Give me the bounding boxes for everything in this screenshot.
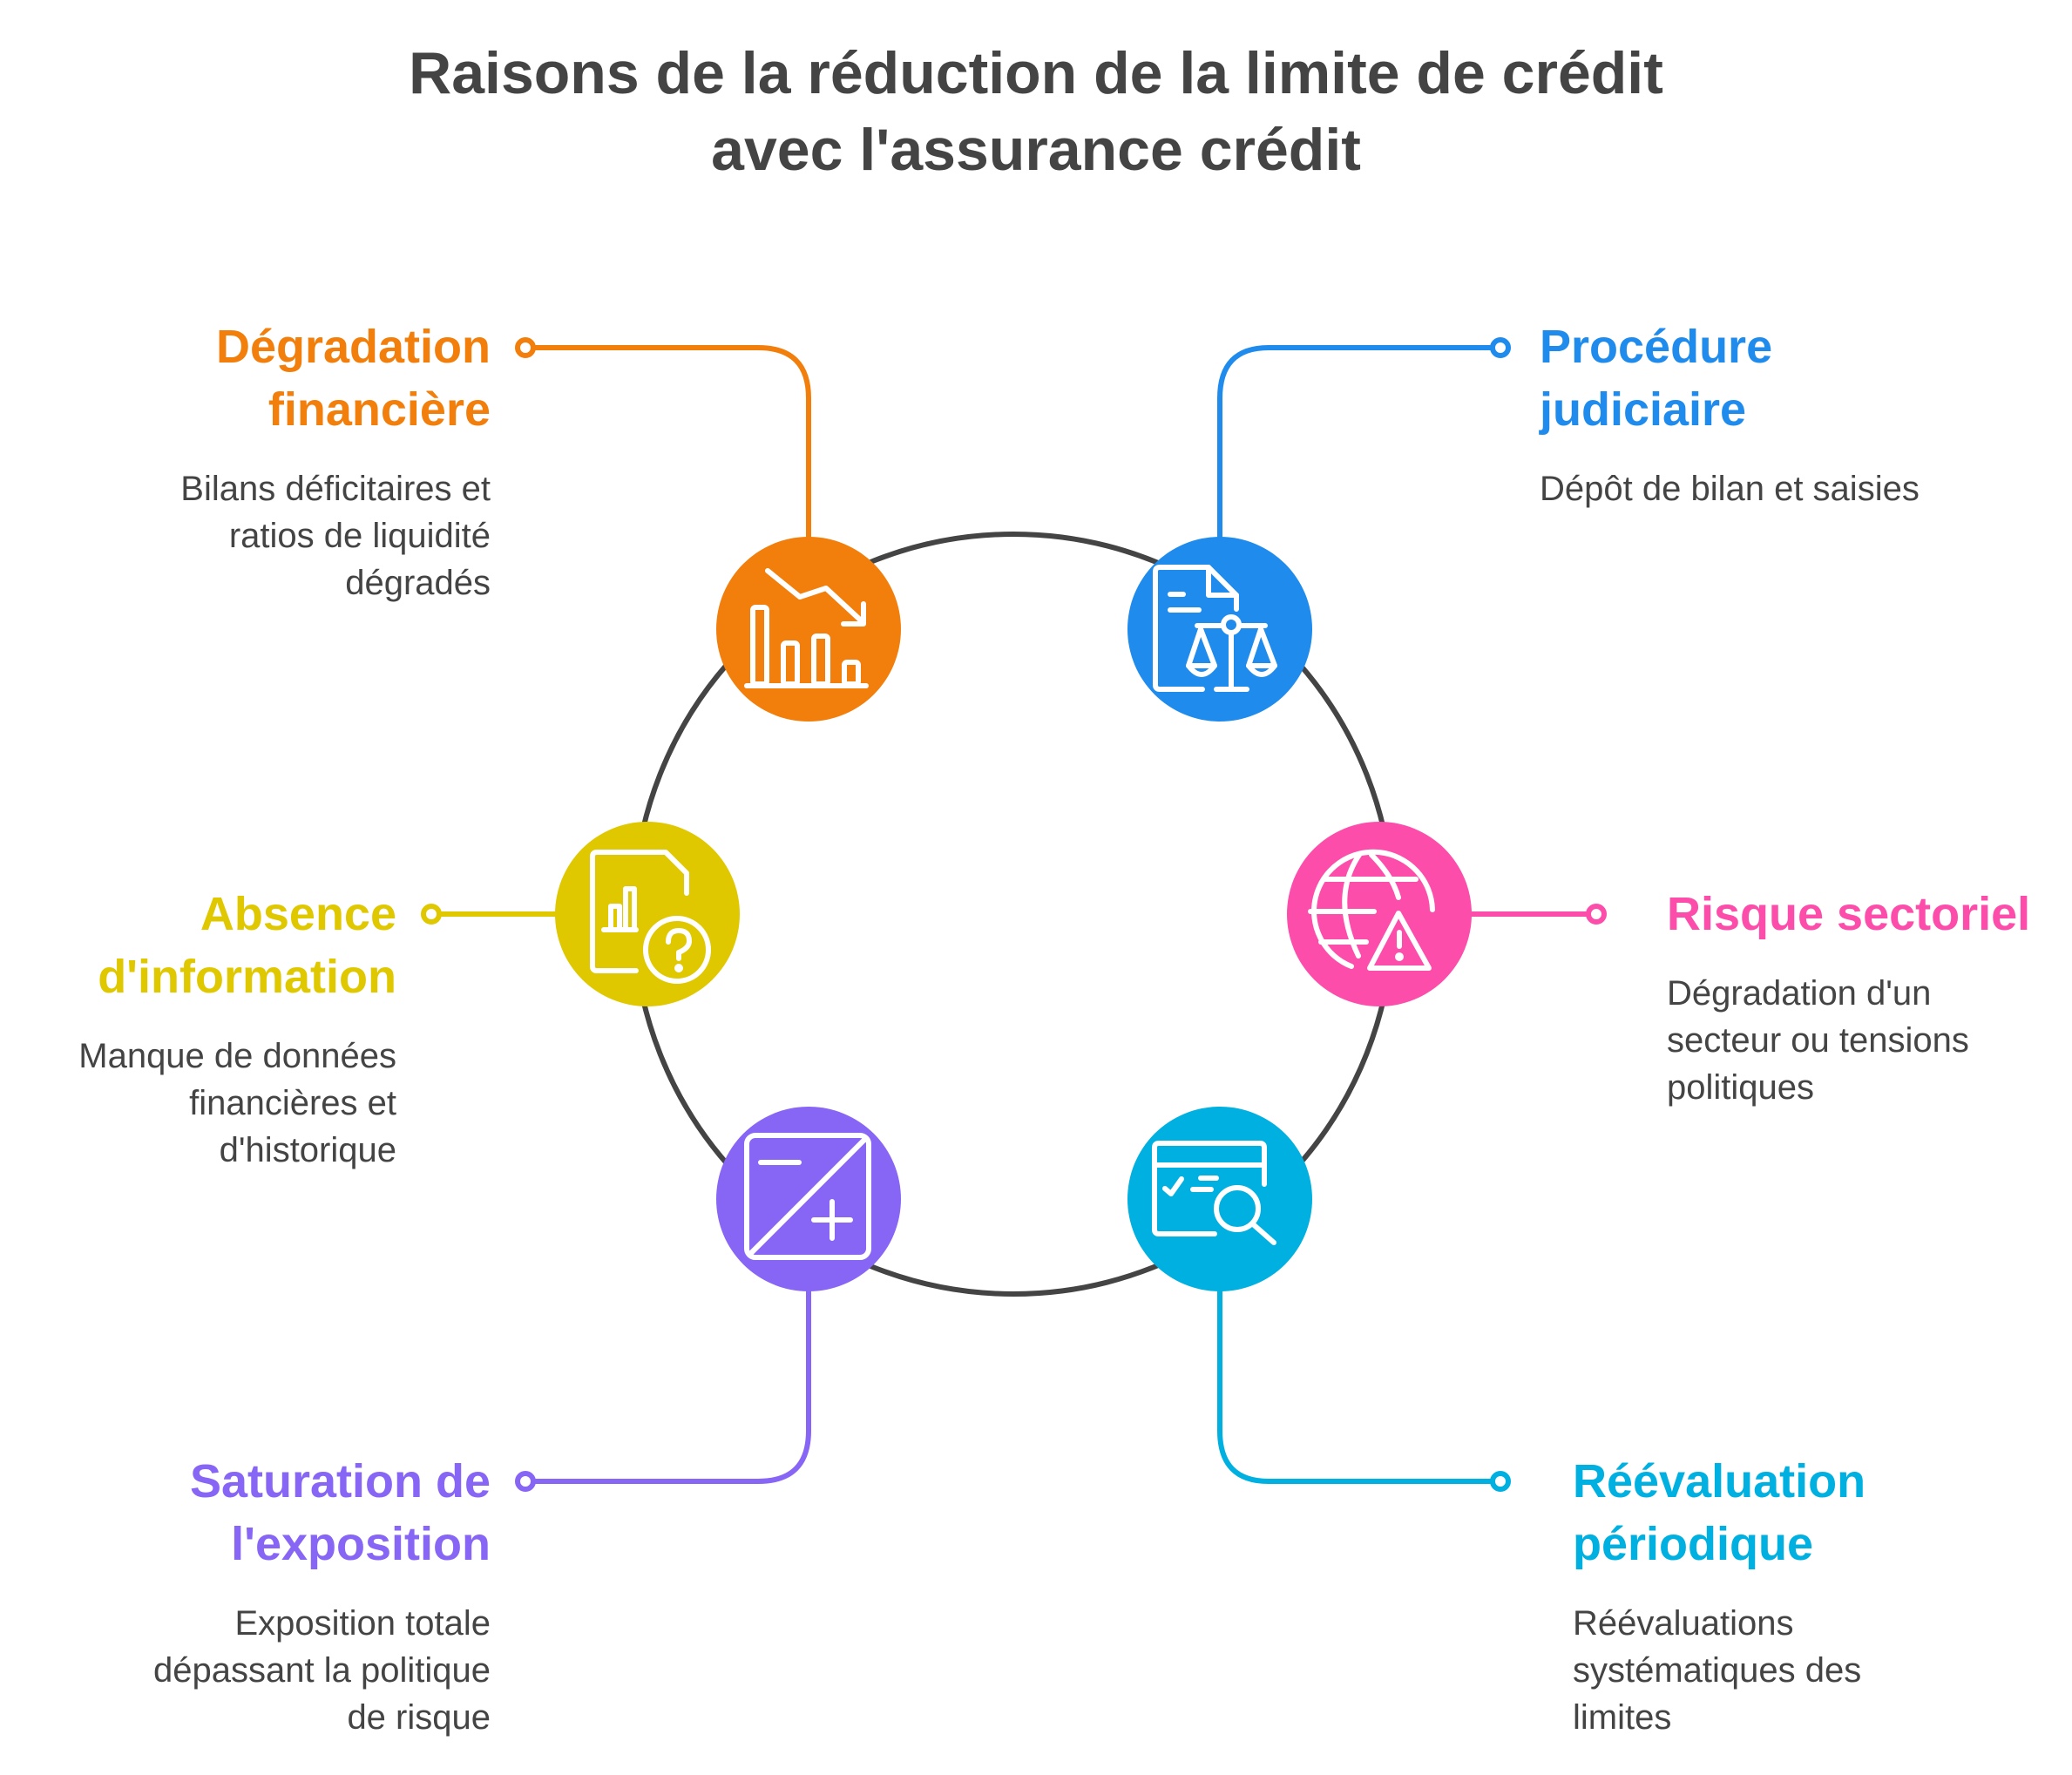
connector-saturation-exposition <box>531 1288 811 1484</box>
minus-plus-square-icon <box>744 1133 871 1260</box>
node-risque-sectoriel <box>1287 822 1472 1006</box>
item-description: Manque de données financières et d'histo… <box>0 1033 396 1174</box>
dot-reevaluation-periodique <box>1490 1471 1511 1492</box>
description-line: Dégradation d'un <box>1667 974 1932 1013</box>
heading-line: Réévaluation <box>1573 1455 1866 1507</box>
description-line: dégradés <box>345 564 491 602</box>
item-description: Dépôt de bilan et saisies <box>1540 465 2028 512</box>
heading-line: Absence <box>200 888 396 940</box>
heading-line: Dégradation <box>215 321 491 373</box>
heading-line: l'exposition <box>231 1518 491 1570</box>
item-heading: Dégradation financière <box>0 315 491 441</box>
item-heading: Absence d'information <box>0 883 396 1008</box>
item-description: Bilans déficitaires et ratios de liquidi… <box>0 465 491 606</box>
item-risque-sectoriel: Risque sectoriel Dégradation d'un secteu… <box>1667 883 2068 1111</box>
dot-procedure-judiciaire <box>1490 337 1511 358</box>
description-line: Réévaluations <box>1573 1604 1794 1643</box>
description-line: systématiques des <box>1573 1651 1862 1690</box>
checklist-magnifier-icon <box>1152 1141 1276 1245</box>
node-degradation-financiere <box>716 537 901 722</box>
dot-saturation-exposition <box>515 1471 536 1492</box>
description-line: politiques <box>1667 1068 1815 1107</box>
item-heading: Saturation de l'exposition <box>0 1450 491 1575</box>
item-procedure-judiciaire: Procédure judiciaire Dépôt de bilan et s… <box>1540 315 2028 512</box>
title-line-1: Raisons de la réduction de la limite de … <box>409 40 1663 106</box>
connector-degradation-financiere <box>531 345 811 540</box>
item-description: Exposition totale dépassant la politique… <box>0 1600 491 1741</box>
heading-line: financière <box>267 383 491 436</box>
item-reevaluation-periodique: Réévaluation périodique Réévaluations sy… <box>1573 1450 2061 1741</box>
description-line: limites <box>1573 1698 1672 1737</box>
description-line: Bilans déficitaires et <box>180 470 491 508</box>
connector-reevaluation-periodique <box>1217 1288 1495 1484</box>
node-absence-information <box>555 822 740 1006</box>
description-line: Exposition totale <box>234 1604 491 1643</box>
heading-line: Risque sectoriel <box>1667 888 2031 940</box>
item-heading: Procédure judiciaire <box>1540 315 2028 441</box>
description-line: d'historique <box>219 1131 396 1169</box>
item-degradation-financiere: Dégradation financière Bilans déficitair… <box>0 315 491 606</box>
globe-warning-icon <box>1308 849 1435 971</box>
connector-procedure-judiciaire <box>1217 345 1495 540</box>
item-description: Dégradation d'un secteur ou tensions pol… <box>1667 970 2068 1111</box>
heading-line: d'information <box>98 951 396 1003</box>
declining-bar-chart-icon <box>744 568 869 688</box>
document-chart-question-icon <box>590 850 711 984</box>
page-title: Raisons de la réduction de la limite de … <box>0 35 2072 188</box>
node-saturation-exposition <box>716 1107 901 1291</box>
dot-risque-sectoriel <box>1586 904 1607 925</box>
item-absence-information: Absence d'information Manque de données … <box>0 883 396 1174</box>
node-reevaluation-periodique <box>1127 1107 1312 1291</box>
description-line: Manque de données <box>78 1037 396 1075</box>
heading-line: Procédure <box>1540 321 1773 373</box>
description-line: financières et <box>189 1084 396 1122</box>
description-line: de risque <box>347 1698 491 1737</box>
item-description: Réévaluations systématiques des limites <box>1573 1600 2061 1741</box>
item-heading: Risque sectoriel <box>1667 883 2068 945</box>
heading-line: périodique <box>1573 1518 1814 1570</box>
item-saturation-exposition: Saturation de l'exposition Exposition to… <box>0 1450 491 1741</box>
dot-absence-information <box>421 904 442 925</box>
description-line: secteur ou tensions <box>1667 1021 1969 1060</box>
heading-line: judiciaire <box>1540 383 1747 436</box>
description-line: dépassant la politique <box>153 1651 491 1690</box>
title-line-2: avec l'assurance crédit <box>711 117 1361 183</box>
description-line: ratios de liquidité <box>228 517 491 555</box>
item-heading: Réévaluation périodique <box>1573 1450 2061 1575</box>
heading-line: Saturation de <box>189 1455 491 1507</box>
description-line: Dépôt de bilan et saisies <box>1540 470 1920 508</box>
legal-document-scales-icon <box>1153 565 1277 692</box>
node-procedure-judiciaire <box>1127 537 1312 722</box>
dot-degradation-financiere <box>515 337 536 358</box>
